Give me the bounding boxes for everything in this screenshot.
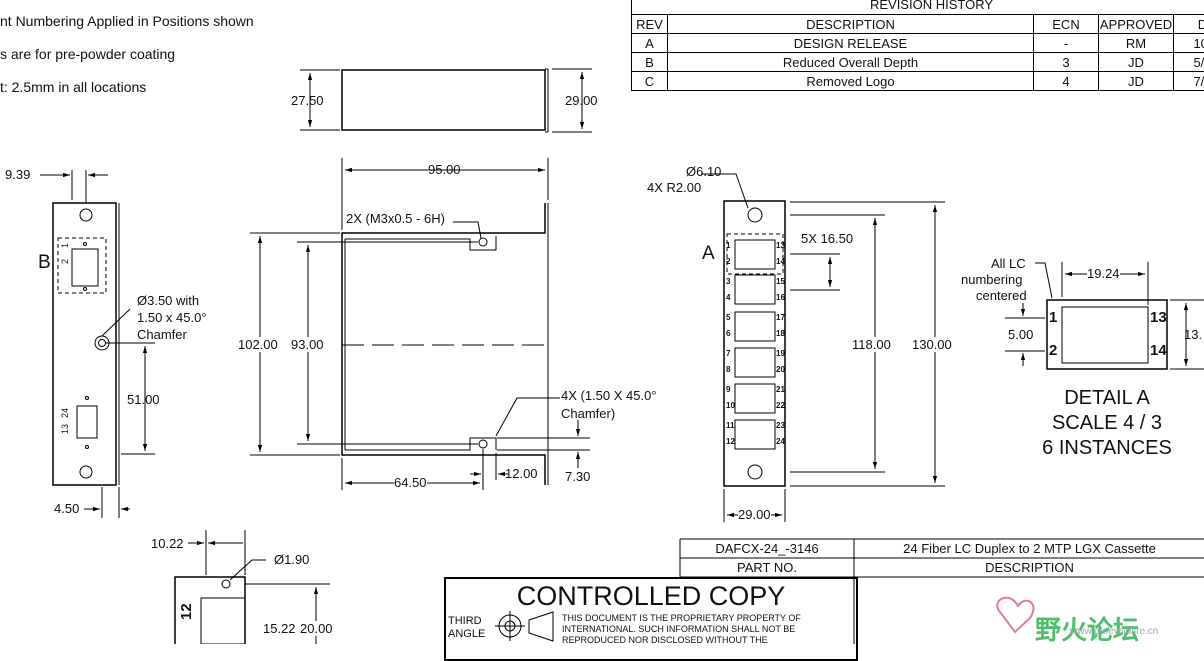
side-number-2: 2: [60, 259, 70, 264]
port-number-left: 3: [726, 277, 730, 286]
tapped-hole-note: 2X (M3x0.5 - 6H): [346, 211, 445, 226]
dim-29-00-bottom: 29.00: [738, 507, 771, 522]
proprietary-notice: THIS DOCUMENT IS THE PROPRIETARY PROPERT…: [562, 613, 852, 646]
detail-number-1: 1: [1049, 309, 1057, 326]
port-panel-view: [701, 174, 945, 522]
controlled-copy-block: CONTROLLED COPY THIRD ANGLE THIS DOCUMEN…: [444, 577, 858, 661]
dim-29-00-top: 29.00: [565, 93, 598, 108]
view-label-a: A: [702, 243, 715, 265]
hole-note-line-2: 1.50 x 45.0°: [137, 310, 207, 325]
dim-15-22: 15.22: [263, 621, 296, 636]
dim-16-50: 5X 16.50: [801, 231, 853, 246]
port-number-left: 2: [726, 257, 730, 266]
left-side-view: [40, 170, 155, 518]
dim-118-00: 118.00: [852, 337, 891, 352]
detail-instances: 6 INSTANCES: [1027, 436, 1187, 461]
port-number-left: 12: [726, 437, 735, 446]
port-number-left: 10: [726, 401, 735, 410]
dim-12-00: 12.00: [505, 466, 538, 481]
dim-13-partial: 13.: [1184, 327, 1202, 342]
port-number-right: 13: [776, 241, 785, 250]
view-label-b: B: [38, 252, 51, 274]
watermark-logo-icon: [997, 598, 1033, 632]
projection-angle-label: THIRD ANGLE: [448, 615, 488, 641]
dim-64-50: 64.50: [394, 475, 427, 490]
port-number-right: 18: [776, 329, 785, 338]
chamfer-note-line-2: Chamfer): [561, 406, 615, 421]
port-number-right: 14: [776, 257, 785, 266]
side-number-1: 1: [60, 243, 70, 248]
dim-7-30: 7.30: [565, 469, 590, 484]
lc-note-line-2: numbering: [961, 272, 1022, 287]
controlled-copy-title: CONTROLLED COPY: [446, 581, 856, 612]
dim-51-00: 51.00: [127, 392, 160, 407]
port-number-left: 1: [726, 241, 730, 250]
dim-95-00: 95.00: [428, 162, 461, 177]
port-number-left: 6: [726, 329, 730, 338]
chamfer-note-line-1: 4X (1.50 X 45.0°: [561, 388, 657, 403]
dim-10-22: 10.22: [151, 536, 184, 551]
dim-130-00: 130.00: [912, 337, 952, 352]
port-number-left: 11: [726, 421, 734, 430]
radius-note: 4X R2.00: [647, 180, 701, 195]
dim-27-50: 27.50: [291, 93, 324, 108]
part-description: 24 Fiber LC Duplex to 2 MTP LGX Cassette: [855, 539, 1204, 558]
port-number-left: 9: [726, 385, 730, 394]
dim-19-24: 19.24: [1087, 266, 1120, 281]
side-number-13: 13: [60, 424, 70, 434]
port-number-left: 7: [726, 349, 730, 358]
hole-note-line-1: Ø3.50 with: [137, 293, 199, 308]
dim-20-00: 20.00: [300, 621, 333, 636]
port-number-left: 5: [726, 313, 730, 322]
dim-6-10: Ø6.10: [686, 164, 721, 179]
detail-number-14: 14: [1150, 342, 1167, 359]
dim-4-50: 4.50: [54, 501, 79, 516]
detail-title: DETAIL A: [1027, 386, 1187, 411]
port-number-left: 4: [726, 293, 730, 302]
part-number: DAFCX-24_-3146: [680, 539, 854, 558]
bottom-view-label: 12: [178, 603, 195, 620]
part-description-label: DESCRIPTION: [855, 558, 1204, 577]
detail-number-13: 13: [1150, 309, 1167, 326]
port-number-right: 15: [776, 277, 785, 286]
dim-1-90: Ø1.90: [274, 552, 309, 567]
top-view: [300, 69, 592, 132]
watermark-url: www.proewildfire.cn: [1070, 626, 1158, 637]
port-number-right: 23: [776, 421, 785, 430]
port-number-right: 21: [776, 385, 785, 394]
detail-number-2: 2: [1049, 342, 1057, 359]
port-number-right: 17: [776, 313, 785, 322]
port-number-right: 19: [776, 349, 785, 358]
port-number-right: 24: [776, 437, 785, 446]
port-number-right: 16: [776, 293, 785, 302]
port-number-right: 22: [776, 401, 785, 410]
lc-note-line-1: All LC: [991, 256, 1026, 271]
front-view: [250, 158, 590, 490]
dim-9-39: 9.39: [5, 167, 30, 182]
side-number-24: 24: [60, 408, 70, 418]
lc-note-line-3: centered: [976, 288, 1027, 303]
detail-scale: SCALE 4 / 3: [1027, 411, 1187, 436]
hole-note-line-3: Chamfer: [137, 327, 187, 342]
dim-5-00: 5.00: [1008, 327, 1033, 342]
dim-93-00: 93.00: [291, 337, 324, 352]
port-number-left: 8: [726, 365, 730, 374]
port-number-right: 20: [776, 365, 785, 374]
dim-102-00: 102.00: [238, 337, 278, 352]
part-number-label: PART NO.: [680, 558, 854, 577]
